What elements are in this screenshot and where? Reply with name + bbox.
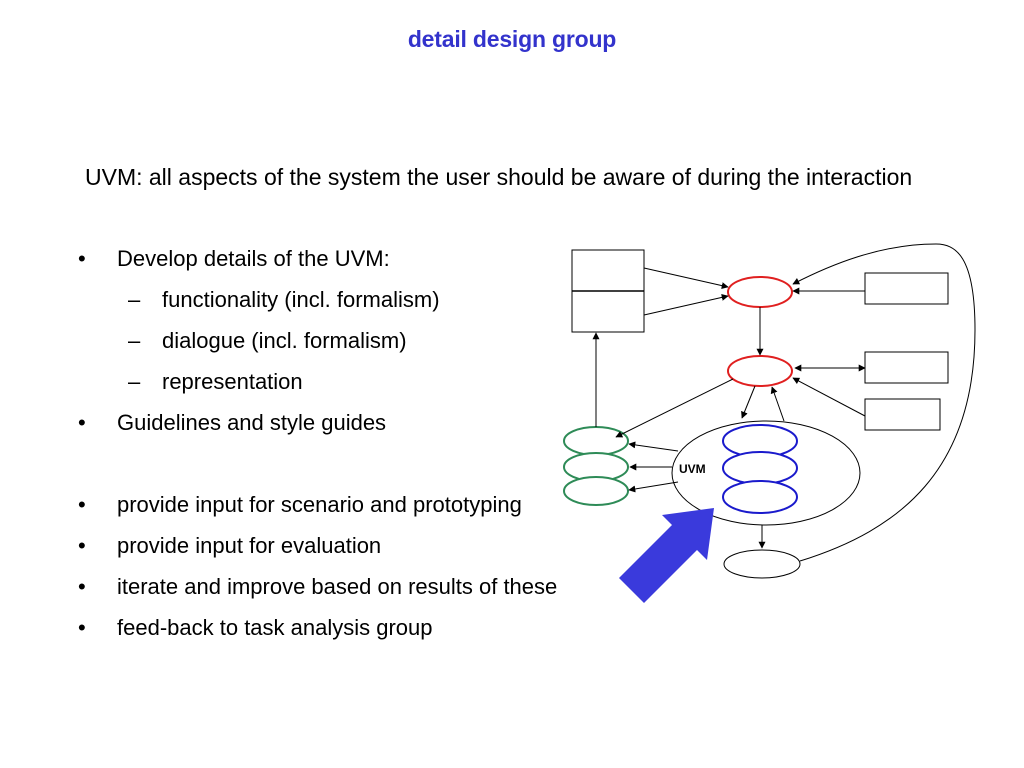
box-right-1: [864, 272, 949, 305]
box-right-3: [864, 398, 941, 431]
bullet-text: provide input for evaluation: [117, 533, 382, 558]
blue-ellipse-3: [722, 480, 798, 514]
bullet-marker: •: [78, 492, 86, 517]
bullet-text: iterate and improve based on results of …: [117, 574, 558, 599]
arrow-uvm-to-green-1: [628, 441, 679, 452]
arrow-right-box3-to-red-middle: [792, 377, 866, 417]
bullet-marker: –: [128, 328, 141, 353]
slide-subtitle: UVM: all aspects of the system the user …: [85, 164, 913, 190]
pointer-arrow-icon: [619, 508, 714, 603]
arrow-red-middle-to-green: [615, 378, 734, 438]
bullet-marker: –: [128, 369, 141, 394]
bullet-marker: –: [128, 287, 141, 312]
red-ellipse-middle: [727, 355, 793, 387]
bullet-text: dialogue (incl. formalism): [162, 328, 407, 353]
arrow-red-middle-to-uvm: [741, 385, 756, 419]
feedback-loop-arrow: [792, 243, 976, 562]
bullet-marker: •: [78, 574, 86, 599]
slide-title: detail design group: [407, 26, 617, 52]
arrow-uvm-to-red-middle: [770, 386, 785, 422]
green-ellipse-3: [563, 476, 629, 506]
arrow-box-to-red-top: [643, 267, 729, 290]
bullet-text: Guidelines and style guides: [117, 410, 387, 435]
connector-arrows: [592, 243, 976, 562]
stacked-box-top-left: [571, 249, 645, 333]
bullet-text: Develop details of the UVM:: [117, 246, 390, 271]
arrow-uvm-to-green-3: [628, 481, 679, 493]
blue-ellipse-2: [722, 451, 798, 485]
uvm-label: UVM: [679, 462, 706, 476]
bullet-text: representation: [162, 369, 303, 394]
bullet-text: feed-back to task analysis group: [117, 615, 433, 640]
green-ellipse-1: [563, 426, 629, 456]
bullet-text: provide input for scenario and prototypi…: [117, 492, 522, 517]
bullet-marker: •: [78, 615, 86, 640]
bullet-marker: •: [78, 246, 86, 271]
bullet-text: functionality (incl. formalism): [162, 287, 440, 312]
bullet-marker: •: [78, 533, 86, 558]
bottom-ellipse: [723, 549, 801, 579]
box-right-2: [864, 351, 949, 384]
bullet-marker: •: [78, 410, 86, 435]
red-ellipse-top: [727, 276, 793, 308]
arrow-box-to-red-top-2: [643, 293, 729, 316]
